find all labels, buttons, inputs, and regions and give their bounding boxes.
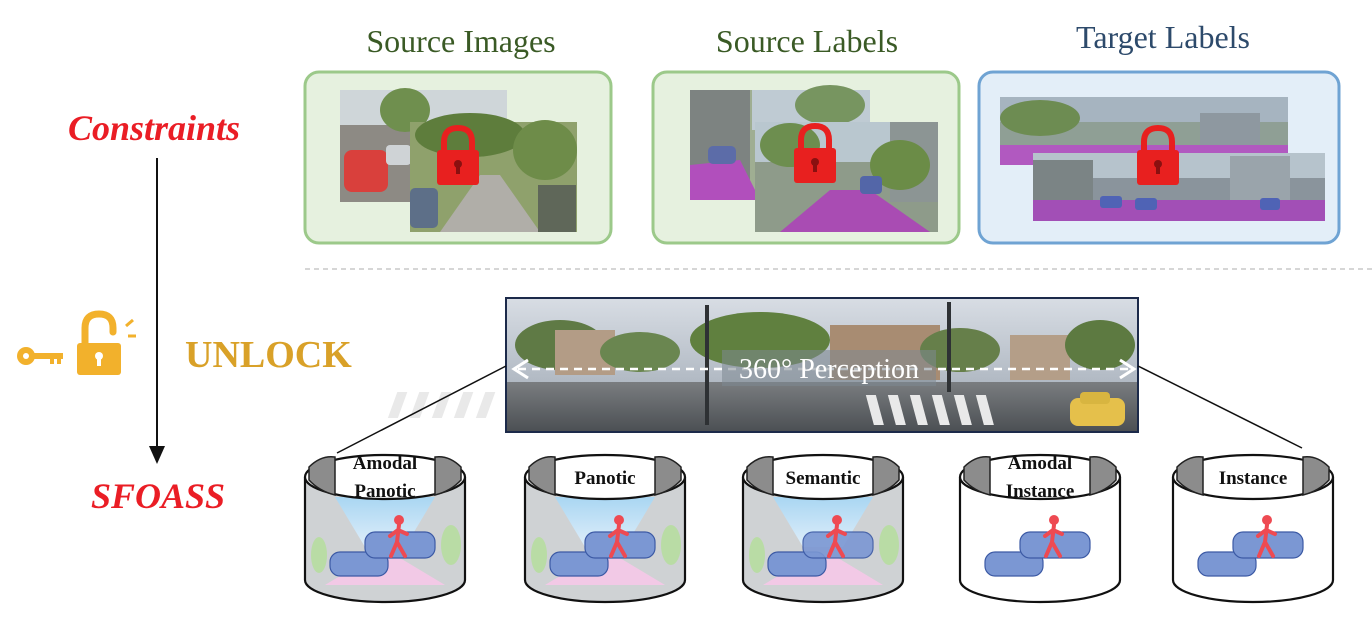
source-label-front [755,122,938,232]
perception-label: 360° Perception [739,354,919,385]
pedestrian-shape [826,523,847,558]
cylinder-flap-left [528,455,556,496]
lock-icon-source-labels [794,122,836,183]
lock-icon-source-images [437,124,479,185]
cylinder-flap-right [1302,455,1330,496]
panel-title-target-labels: Target Labels [1076,19,1250,55]
cylinder-flap-left [963,455,991,496]
cylinder-flap-right [654,455,682,496]
cylinder-label-line2: Panotic [354,481,415,502]
cylinder-top-rim [303,453,467,501]
connector-left [336,365,507,454]
cylinder-flap-left [1176,455,1204,496]
cylinder-top-rim [741,453,905,501]
cylinder-flap-right [434,455,462,496]
pedestrian-shape [394,515,404,525]
cylinder-vegetation [661,525,681,565]
cylinder-label-line1: Amodal [1008,453,1072,474]
open-padlock-icon [77,310,136,375]
cylinder-panotic: Panotic [523,453,687,604]
pedestrian-shape [1043,523,1064,558]
pedestrian-shape [1256,523,1277,558]
unlock-label: UNLOCK [185,334,352,376]
cylinder-outline [741,477,905,604]
cylinder-vegetation [441,525,461,565]
cylinder-label-line1: Panotic [574,468,635,489]
panel-target-labels [977,70,1341,245]
cylinder-semantic: Semantic [741,453,905,604]
cylinder-flap-left [746,455,774,496]
cylinder-label-line1: Semantic [786,468,861,489]
cylinder-vegetation [311,537,327,573]
cylinder-label-line1: Instance [1219,468,1288,489]
cylinder-flap-left [308,455,336,496]
cylinder-flap-right [872,455,900,496]
pedestrian-shape [832,515,842,525]
cylinder-label-line1: Amodal [353,453,417,474]
panel-title-source-labels: Source Labels [716,23,898,59]
cylinder-top-rim [1171,453,1335,501]
panel-title-source-images: Source Images [366,23,555,59]
pedestrian-shape [614,515,624,525]
cylinder-vegetation [531,537,547,573]
cylinder-outline [303,477,467,604]
panel-source-images [303,70,613,245]
cylinder-instance: Instance [1171,453,1335,604]
pedestrian-shape [388,523,409,558]
perception-arrow [511,350,1137,386]
key-icon [17,347,63,365]
cylinder-vegetation [879,525,899,565]
pedestrian-shape [1262,515,1272,525]
lock-icon-target-labels [1137,124,1179,185]
source-image-front [410,113,577,232]
cylinder-top-rim [523,453,687,501]
sfoass-label: SFOASS [91,476,225,516]
cylinder-flap-right [1089,455,1117,496]
connector-right [1137,365,1303,449]
cylinder-outline [958,477,1122,604]
cylinder-vegetation [749,537,765,573]
cylinder-label-line2: Instance [1006,481,1075,502]
cylinder-outline [523,477,687,604]
constraints-label: Constraints [68,108,240,148]
flow-arrow-head [149,446,165,464]
pedestrian-shape [608,523,629,558]
cylinder-top-rim [958,453,1122,501]
cylinder-outline [1171,477,1335,604]
panel-source-labels [651,70,961,245]
pedestrian-shape [1049,515,1059,525]
